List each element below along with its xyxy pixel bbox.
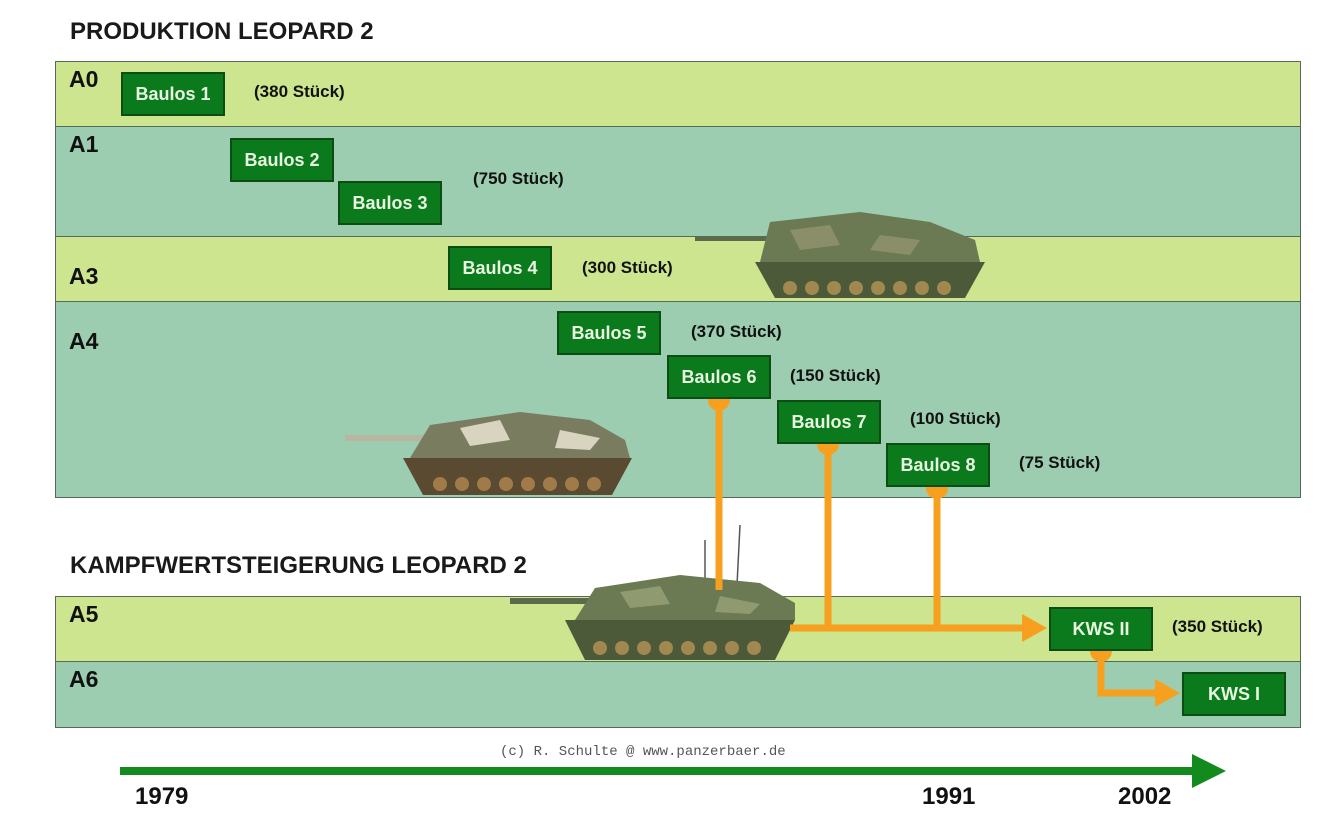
batch-3-box: Baulos 3 [338,181,442,225]
row-label: A6 [69,666,99,692]
row-label: A5 [69,601,99,627]
count-a0: (380 Stück) [254,82,345,101]
row-label: A1 [69,131,99,157]
count-a3: (300 Stück) [582,258,673,277]
row-label: A4 [69,328,99,354]
count-batch-5: (370 Stück) [691,322,782,341]
upgrade-arrows [715,400,1158,697]
row-label: A0 [69,66,99,92]
batch-4-box: Baulos 4 [448,246,552,290]
year-1979: 1979 [135,783,189,810]
kws-2-box: KWS II [1049,607,1153,651]
batch-8-box: Baulos 8 [886,443,990,487]
count-batch-7: (100 Stück) [910,409,1001,428]
tank-a3-image [695,212,985,298]
batch-5-box: Baulos 5 [557,311,661,355]
timeline-arrow [120,754,1226,788]
batch-7-box: Baulos 7 [777,400,881,444]
batch-6-box: Baulos 6 [667,355,771,399]
year-1991: 1991 [922,783,976,810]
row-a6: A6 [55,661,1301,728]
batch-1-box: Baulos 1 [121,72,225,116]
tank-a4-image [345,412,632,495]
year-2002: 2002 [1118,783,1172,810]
kws-1-box: KWS I [1182,672,1286,716]
count-a1: (750 Stück) [473,169,564,188]
copyright: (c) R. Schulte @ www.panzerbaer.de [500,744,786,760]
row-label: A3 [69,263,99,289]
production-title: PRODUKTION LEOPARD 2 [70,18,374,45]
batch-2-box: Baulos 2 [230,138,334,182]
count-kws-2: (350 Stück) [1172,617,1263,636]
upgrade-title: KAMPFWERTSTEIGERUNG LEOPARD 2 [70,552,527,579]
row-a0: A0 [55,61,1301,127]
count-batch-6: (150 Stück) [790,366,881,385]
count-batch-8: (75 Stück) [1019,453,1101,472]
row-a4: A4 [55,301,1301,498]
tank-a5-image [510,524,795,660]
